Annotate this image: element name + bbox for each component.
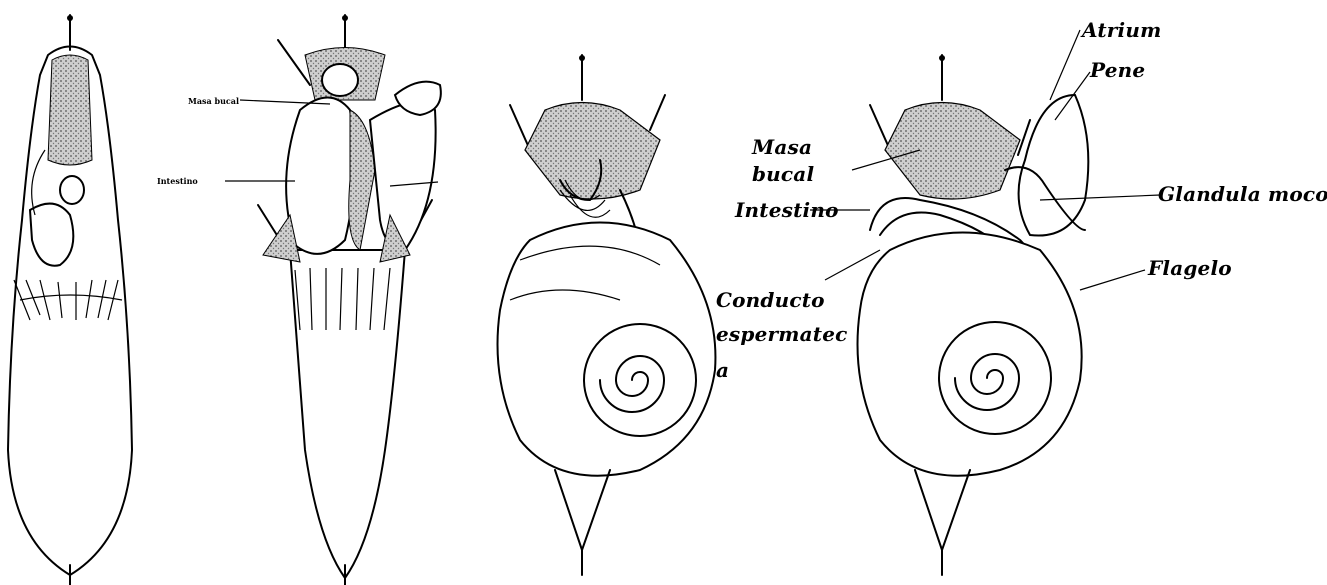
label-espermatec: espermatec	[716, 322, 848, 346]
label-conducto: Conducto	[716, 288, 825, 312]
label-intestino: Intestino	[735, 198, 839, 222]
figure-4-reproductive-organs	[858, 55, 1089, 575]
label-flagelo: Flagelo	[1148, 256, 1232, 280]
label-masa: Masa	[752, 135, 812, 159]
label-pene: Pene	[1090, 58, 1145, 82]
label-intestino-small: Intestino	[157, 176, 198, 186]
label-bucal: bucal	[752, 162, 814, 186]
label-atrium: Atrium	[1082, 18, 1161, 42]
label-espermatec-a: a	[716, 358, 729, 382]
figure-1-body	[8, 15, 132, 585]
figure-3-shell-organs	[498, 55, 716, 575]
figure-2-opened-body	[225, 15, 441, 585]
label-masa-bucal-small: Masa bucal	[188, 96, 239, 106]
label-glandula-moco: Glandula moco	[1158, 182, 1327, 206]
